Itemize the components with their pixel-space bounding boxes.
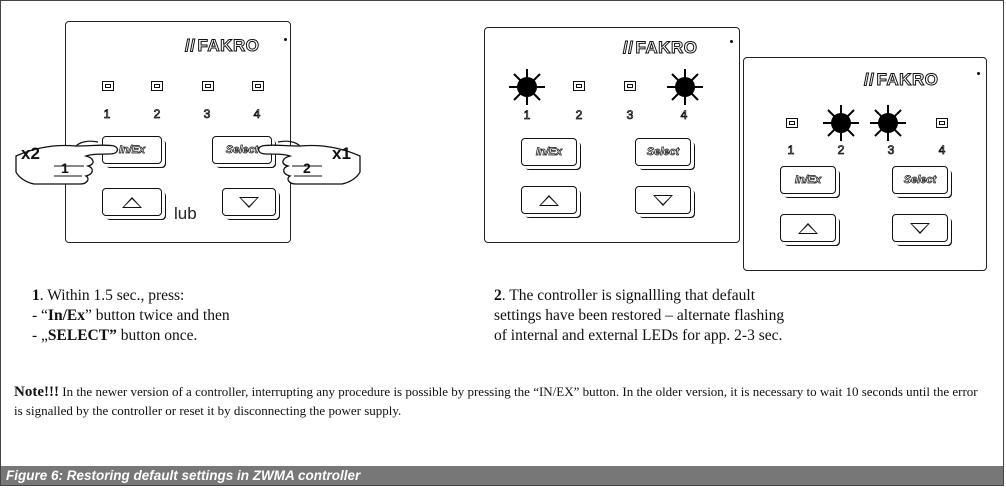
step1-line2-bold: In/Ex (47, 307, 85, 324)
controller-panel-1: //FAKRO 1 2 3 4 In/Ex Select lub (65, 21, 291, 243)
down-button[interactable] (635, 186, 691, 214)
led-number: 3 (887, 143, 895, 158)
led-icon (151, 81, 163, 91)
select-button[interactable]: Select (892, 166, 948, 194)
step1-line1-text: . Within 1.5 sec., press: (39, 287, 185, 304)
up-button[interactable] (102, 188, 162, 216)
led-burst-icon (509, 69, 545, 105)
step1-line3-suffix: button once. (116, 327, 198, 344)
logo-text: FAKRO (197, 36, 260, 56)
led-icon (786, 118, 798, 128)
led-icon (573, 81, 585, 91)
down-button[interactable] (222, 188, 276, 216)
led-number: 2 (837, 143, 845, 158)
hand-icon (15, 140, 119, 185)
led-number: 1 (523, 108, 531, 123)
step1-line1: 1. Within 1.5 sec., press: (32, 286, 230, 306)
step1-line2-prefix: - “ (32, 307, 48, 324)
led-number: 4 (938, 143, 946, 158)
fakro-logo: //FAKRO (184, 36, 260, 56)
figure-caption: Figure 6: Restoring default settings in … (1, 466, 1003, 485)
led-burst-icon (823, 105, 859, 141)
note-text: In the newer version of a controller, in… (14, 384, 978, 418)
controller-panel-3: //FAKRO 1 2 3 4 In/Ex Select (743, 57, 987, 271)
logo-slash: // (184, 36, 196, 56)
inex-button[interactable]: In/Ex (780, 166, 836, 194)
down-arrow-icon (910, 222, 930, 234)
step2-line2: settings have been restored – alternate … (494, 307, 785, 324)
up-button[interactable] (780, 214, 836, 242)
logo-text: FAKRO (635, 38, 698, 58)
down-arrow-icon (239, 196, 259, 208)
led-burst-icon (667, 69, 703, 105)
select-button[interactable]: Select (635, 138, 691, 166)
controller-panel-2: //FAKRO 1 2 3 4 In/Ex Select (484, 27, 740, 243)
led-number: 1 (103, 107, 111, 122)
step2-line3: of internal and external LEDs for app. 2… (494, 327, 783, 344)
logo-dot (730, 40, 733, 43)
up-arrow-icon (798, 222, 818, 234)
fakro-logo: //FAKRO (622, 38, 698, 58)
step2-line1: 2. The controller is signallling that de… (494, 286, 784, 306)
right-step-number: 2 (303, 160, 311, 176)
led-icon (102, 81, 114, 91)
note-bold: Note!!! (14, 384, 59, 400)
led-number: 3 (203, 107, 211, 122)
step1-line2: - “In/Ex” button twice and then (32, 306, 230, 326)
logo-slash: // (863, 70, 875, 90)
logo-dot (284, 38, 287, 41)
up-button[interactable] (521, 186, 577, 214)
step1-line3: - „SELECT” button once. (32, 326, 230, 346)
led-burst-icon (870, 105, 906, 141)
step1-description: 1. Within 1.5 sec., press: - “In/Ex” but… (32, 286, 230, 346)
led-number: 2 (153, 107, 161, 122)
right-multiplier: x1 (332, 144, 351, 163)
select-button[interactable]: Select (212, 136, 272, 164)
led-number: 3 (626, 108, 634, 123)
left-step-number: 1 (61, 160, 69, 176)
logo-text: FAKRO (876, 70, 939, 90)
step2-line1-text: . The controller is signallling that def… (501, 287, 756, 304)
led-icon (936, 118, 948, 128)
hand-icon (257, 140, 361, 185)
step1-number: 1 (32, 287, 40, 304)
led-number: 4 (253, 107, 261, 122)
led-icon (252, 81, 264, 91)
note-paragraph: Note!!! In the newer version of a contro… (14, 383, 989, 420)
led-icon (202, 81, 214, 91)
step1-line2-suffix: ” button twice and then (84, 307, 230, 324)
lub-label: lub (174, 204, 197, 223)
led-number: 4 (680, 108, 688, 123)
fakro-logo: //FAKRO (863, 70, 939, 90)
up-arrow-icon (122, 196, 142, 208)
down-arrow-icon (653, 194, 673, 206)
left-multiplier: x2 (21, 144, 40, 163)
led-number: 1 (787, 143, 795, 158)
inex-button[interactable]: In/Ex (521, 138, 577, 166)
step1-line3-bold: SELECT” (47, 327, 117, 344)
logo-slash: // (622, 38, 634, 58)
led-number: 2 (575, 108, 583, 123)
down-button[interactable] (892, 214, 948, 242)
step1-line3-prefix: - „ (32, 327, 48, 344)
led-icon (624, 81, 636, 91)
step2-number: 2 (494, 287, 502, 304)
up-arrow-icon (539, 194, 559, 206)
logo-dot (977, 72, 980, 75)
step2-description: 2. The controller is signallling that de… (494, 286, 784, 346)
